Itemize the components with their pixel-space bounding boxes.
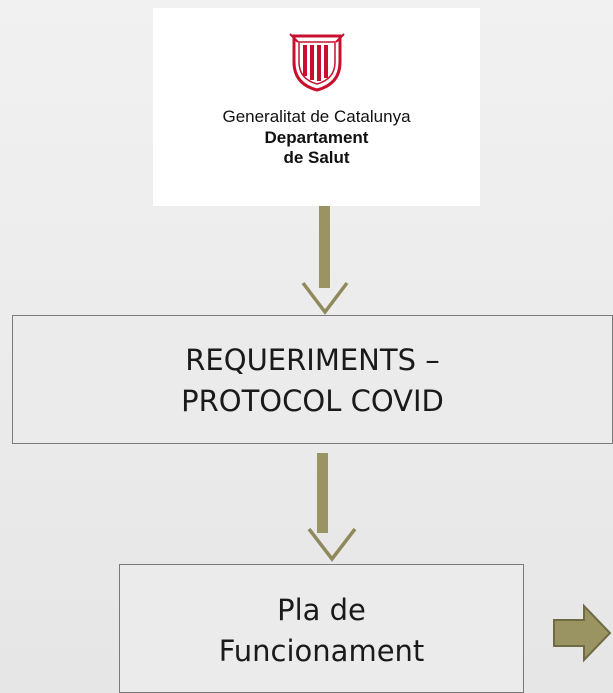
down-arrow-icon (307, 453, 357, 562)
generalitat-logo: Generalitat de Catalunya Departament de … (153, 8, 480, 206)
logo-text-de-salut: de Salut (283, 148, 350, 167)
logo-text-departament: Departament (264, 128, 369, 147)
pla-line-1: Pla de (277, 593, 366, 627)
catalonia-seal-icon (289, 33, 345, 92)
right-arrow-icon (553, 603, 612, 663)
down-arrow-icon (301, 206, 349, 315)
logo-text-generalitat: Generalitat de Catalunya (222, 107, 411, 126)
pla-funcionament-box: Pla de Funcionament (119, 564, 524, 693)
requeriments-line-2: PROTOCOL COVID (181, 384, 444, 418)
requeriments-line-1: REQUERIMENTS – (185, 343, 440, 377)
pla-line-2: Funcionament (218, 634, 425, 668)
requeriments-protocol-box: REQUERIMENTS – PROTOCOL COVID (12, 315, 613, 444)
